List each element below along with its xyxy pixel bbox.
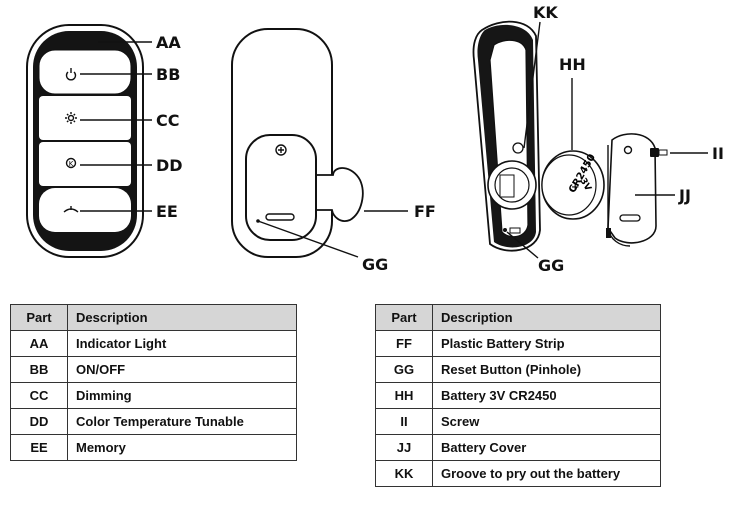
part-code: II	[375, 408, 433, 435]
table-header-row: Part Description	[10, 304, 297, 331]
part-code: EE	[10, 434, 68, 461]
header-part: Part	[10, 304, 68, 331]
memory-icon	[63, 206, 79, 213]
screw	[650, 148, 668, 157]
part-description: Indicator Light	[67, 330, 297, 357]
callout-gg-middle: GG	[362, 255, 388, 274]
header-part: Part	[375, 304, 433, 331]
callout-jj: JJ	[678, 186, 691, 205]
part-code: FF	[375, 330, 433, 357]
svg-text:K: K	[69, 160, 74, 168]
part-code: JJ	[375, 434, 433, 461]
part-description: Screw	[432, 408, 661, 435]
sun-icon	[65, 112, 77, 124]
callout-dd: DD	[156, 156, 183, 175]
remote-exploded-view: CR2450 3V + KK HH II JJ GG	[472, 3, 724, 275]
part-description: ON/OFF	[67, 356, 297, 383]
part-code: GG	[375, 356, 433, 383]
part-description: Battery Cover	[432, 434, 661, 461]
part-description: Reset Button (Pinhole)	[432, 356, 661, 383]
part-description: Plastic Battery Strip	[432, 330, 661, 357]
callout-gg-right: GG	[538, 256, 564, 275]
part-code: HH	[375, 382, 433, 409]
remote-back-view: FF GG	[231, 28, 436, 274]
battery-plus-text: +	[571, 182, 579, 193]
color-temperature-icon: K	[65, 157, 77, 169]
part-code: KK	[375, 460, 433, 487]
remote-front-view: K AA BB CC DD EE	[26, 24, 183, 258]
screw-icon	[275, 144, 287, 156]
callout-ee: EE	[156, 202, 178, 221]
part-description: Color Temperature Tunable	[67, 408, 297, 435]
callout-aa: AA	[156, 33, 181, 52]
remote-parts-diagram: K AA BB CC DD EE FF GG	[26, 3, 724, 275]
callout-cc: CC	[156, 111, 179, 130]
part-description: Battery 3V CR2450	[432, 382, 661, 409]
power-icon	[65, 68, 77, 81]
battery-cover	[606, 133, 657, 247]
part-code: AA	[10, 330, 68, 357]
callout-hh: HH	[559, 55, 586, 74]
part-code: CC	[10, 382, 68, 409]
part-code: DD	[10, 408, 68, 435]
callout-ff: FF	[414, 202, 436, 221]
header-description: Description	[67, 304, 297, 331]
part-description: Groove to pry out the battery	[432, 460, 661, 487]
battery-strip	[309, 167, 364, 222]
part-description: Dimming	[67, 382, 297, 409]
coin-battery: CR2450 3V +	[541, 150, 605, 220]
callout-ii: II	[712, 144, 724, 163]
header-description: Description	[432, 304, 661, 331]
table-header-row: Part Description	[375, 304, 661, 331]
callout-kk: KK	[533, 3, 558, 22]
part-description: Memory	[67, 434, 297, 461]
part-code: BB	[10, 356, 68, 383]
callout-bb: BB	[156, 65, 180, 84]
